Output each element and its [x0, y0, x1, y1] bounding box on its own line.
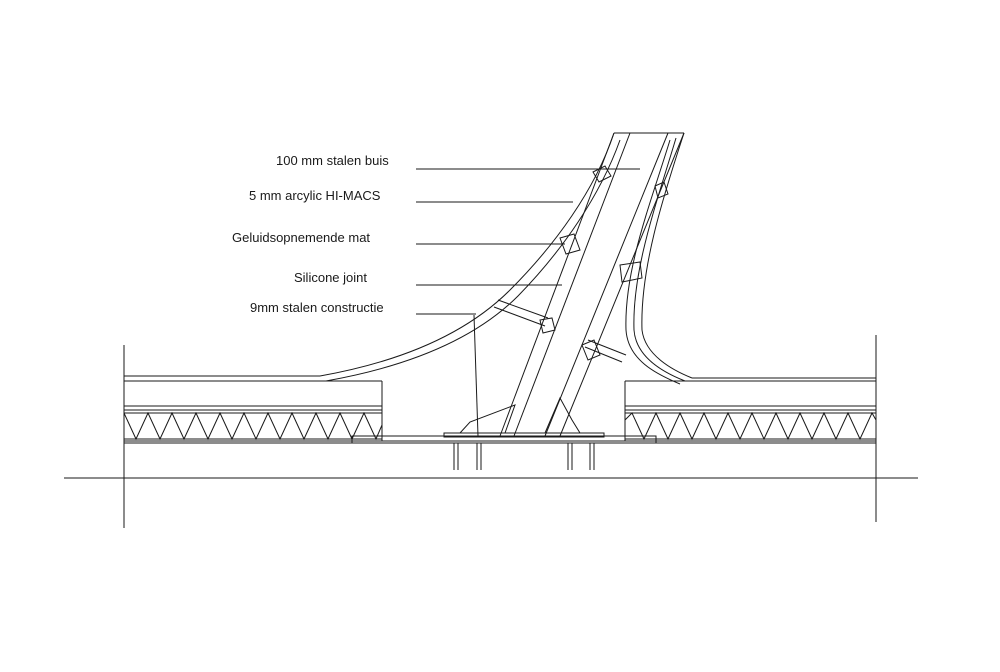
label-steel-structure: 9mm stalen constructie — [250, 300, 384, 315]
label-steel-tube: 100 mm stalen buis — [276, 153, 389, 168]
right-curved-skin — [626, 133, 692, 384]
label-sound-mat: Geluidsopnemende mat — [232, 230, 371, 245]
label-acrylic: 5 mm arcylic HI-MACS — [249, 188, 381, 203]
base-plate-anchors — [444, 315, 604, 470]
label-silicone: Silicone joint — [294, 270, 367, 285]
right-floor-buildup — [625, 378, 876, 441]
steel-ribs — [494, 166, 668, 362]
left-curved-skin — [320, 133, 620, 381]
steel-tube-column — [500, 133, 684, 436]
leader-lines — [416, 169, 640, 314]
left-floor-buildup — [124, 376, 382, 441]
left-insulation-zigzag — [124, 413, 382, 439]
right-insulation-zigzag — [625, 413, 876, 439]
